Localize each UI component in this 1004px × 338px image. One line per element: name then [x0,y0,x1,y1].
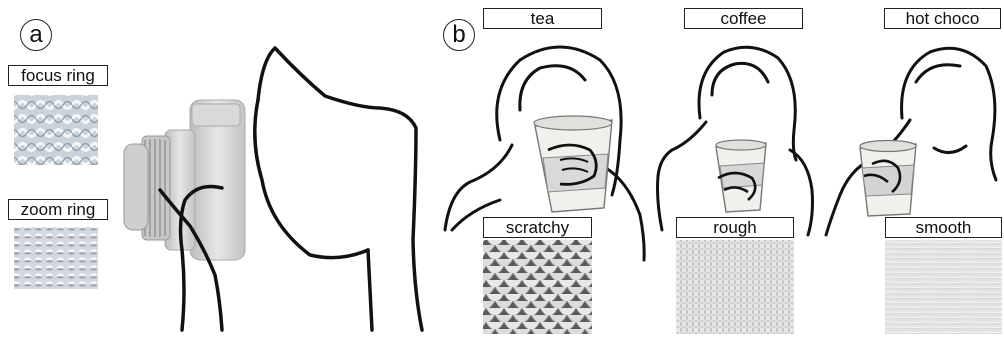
hot-choco-label: hot choco [884,8,1001,29]
zoom-ring-label: zoom ring [8,199,108,220]
rough-label-text: rough [713,219,756,236]
scratchy-label-text: scratchy [506,219,569,236]
panel-b-badge: b [443,19,475,51]
scratchy-label: scratchy [483,217,592,238]
focus-ring-label: focus ring [8,65,108,86]
smooth-label: smooth [885,217,1002,238]
cup-tea [534,116,612,212]
tea-label: tea [483,8,602,29]
camera-lens-illustration [124,100,245,260]
smooth-label-text: smooth [916,219,972,236]
rough-texture-swatch [676,240,794,334]
cup-hot-choco [860,141,916,217]
focus-ring-texture-swatch [14,95,98,165]
head-sketch-a [160,48,422,330]
hot-choco-label-text: hot choco [906,10,980,27]
panel-a-badge-text: a [29,23,42,47]
smooth-texture-swatch [885,240,1002,334]
zoom-ring-label-text: zoom ring [21,201,96,218]
coffee-label-text: coffee [720,10,766,27]
zoom-ring-texture-swatch [14,227,98,289]
focus-ring-label-text: focus ring [21,67,95,84]
scratchy-texture-swatch [483,240,592,334]
cup-coffee [716,140,766,212]
tea-label-text: tea [531,10,555,27]
panel-b-badge-text: b [452,23,465,47]
rough-label: rough [676,217,794,238]
coffee-label: coffee [684,8,803,29]
panel-a-badge: a [20,19,52,51]
